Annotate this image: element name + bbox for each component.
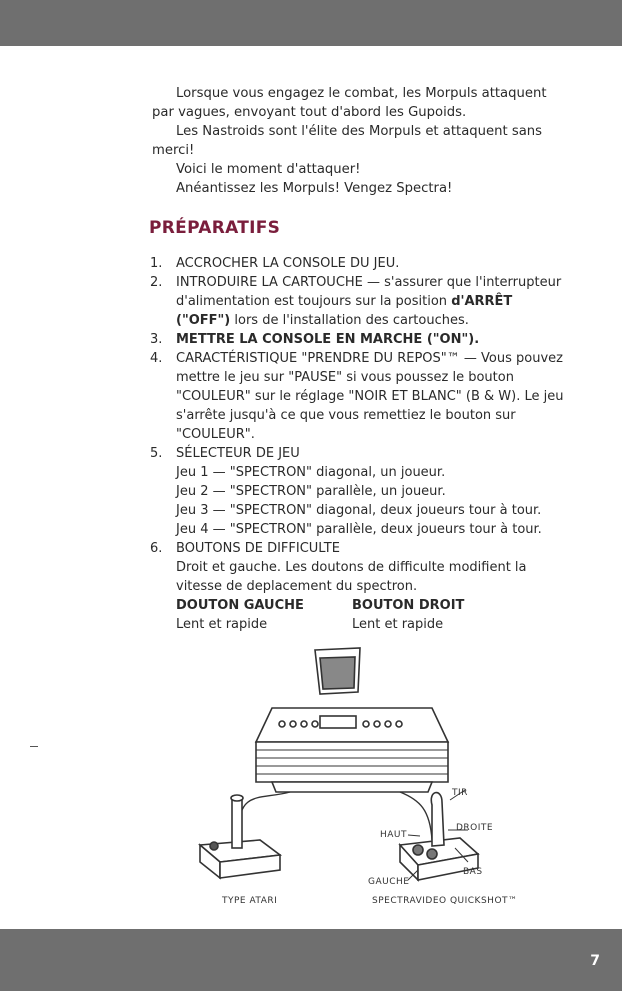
item-number: 4. xyxy=(150,351,163,366)
item-text: INTRODUIRE LA CARTOUCHE — s'assurer que … xyxy=(176,273,566,330)
list-item: 3. METTRE LA CONSOLE EN MARCHE ("ON"). xyxy=(150,330,566,349)
left-switch-heading: DOUTON GAUCHE xyxy=(176,598,304,613)
item-number: 3. xyxy=(150,332,163,347)
console-icon xyxy=(254,707,450,793)
difficulty-values: Lent et rapide Lent et rapide xyxy=(176,615,566,634)
list-item: 1. ACCROCHER LA CONSOLE DU JEU. xyxy=(150,254,566,273)
joystick-atari-icon xyxy=(198,794,283,880)
item-text-part: lors de l'installation des cartouches. xyxy=(230,313,469,328)
top-band xyxy=(0,0,622,46)
difficulty-description: Droit et gauche. Les doutons de difficul… xyxy=(176,560,527,594)
page-number: 7 xyxy=(590,953,600,969)
label-gauche: GAUCHE xyxy=(368,877,410,887)
bottom-band xyxy=(0,929,622,991)
item-body: BOUTONS DE DIFFICULTE Droit et gauche. L… xyxy=(176,539,566,634)
item-text: METTRE LA CONSOLE EN MARCHE ("ON"). xyxy=(176,332,480,347)
list-item: 5. SÉLECTEUR DE JEU Jeu 1 — "SPECTRON" d… xyxy=(150,444,566,539)
right-switch-heading: BOUTON DROIT xyxy=(352,598,465,613)
item-text: ACCROCHER LA CONSOLE DU JEU. xyxy=(176,256,400,271)
item-number: 1. xyxy=(150,256,163,271)
item-number: 2. xyxy=(150,275,163,290)
game-option: Jeu 2 — "SPECTRON" parallèle, un joueur. xyxy=(176,484,446,499)
cable-left xyxy=(237,791,291,831)
item-body: SÉLECTEUR DE JEU Jeu 1 — "SPECTRON" diag… xyxy=(176,444,566,539)
list-item: 2. INTRODUIRE LA CARTOUCHE — s'assurer q… xyxy=(150,273,566,330)
difficulty-columns: DOUTON GAUCHE BOUTON DROIT xyxy=(176,596,566,615)
list-item: 6. BOUTONS DE DIFFICULTE Droit et gauche… xyxy=(150,539,566,634)
setup-list: 1. ACCROCHER LA CONSOLE DU JEU. 2. INTRO… xyxy=(150,254,566,634)
cable-right xyxy=(399,791,433,841)
joystick-quickshot-icon xyxy=(398,789,480,882)
item-number: 5. xyxy=(150,446,163,461)
section-heading: PRÉPARATIFS xyxy=(149,218,281,238)
caption-type-atari: TYPE ATARI xyxy=(222,896,278,906)
label-haut: HAUT xyxy=(380,830,408,840)
item-text: BOUTONS DE DIFFICULTE xyxy=(176,541,340,556)
console-drawing xyxy=(198,647,480,882)
margin-mark xyxy=(30,746,38,747)
intro-text: Lorsque vous engagez le combat, les Morp… xyxy=(152,84,572,198)
item-text-bold: d'ARRÊT ("OFF") xyxy=(176,294,513,328)
right-switch-value: Lent et rapide xyxy=(352,617,444,632)
list-item: 4. CARACTÉRISTIQUE "PRENDRE DU REPOS"™ —… xyxy=(150,349,566,444)
left-switch-value: Lent et rapide xyxy=(176,617,268,632)
label-bas: BAS xyxy=(463,867,483,877)
item-text: SÉLECTEUR DE JEU xyxy=(176,446,300,461)
game-option: Jeu 3 — "SPECTRON" diagonal, deux joueur… xyxy=(176,503,542,518)
intro-paragraph-2: Les Nastroids sont l'élite des Morpuls e… xyxy=(152,124,543,158)
intro-paragraph-4: Anéantissez les Morpuls! Vengez Spectra! xyxy=(176,181,453,196)
console-illustration: TIR DROITE HAUT BAS GAUCHE TYPE ATARI SP… xyxy=(180,640,540,920)
item-text-part: INTRODUIRE LA CARTOUCHE — s'assurer que … xyxy=(176,275,562,309)
item-number: 6. xyxy=(150,541,163,556)
intro-paragraph-1: Lorsque vous engagez le combat, les Morp… xyxy=(152,86,547,120)
intro-paragraph-3: Voici le moment d'attaquer! xyxy=(176,162,361,177)
game-option: Jeu 1 — "SPECTRON" diagonal, un joueur. xyxy=(176,465,446,480)
item-text: CARACTÉRISTIQUE "PRENDRE DU REPOS"™ — Vo… xyxy=(176,351,564,442)
game-option: Jeu 4 — "SPECTRON" parallèle, deux joueu… xyxy=(176,522,542,537)
cartridge-icon xyxy=(314,647,361,695)
caption-quickshot: SPECTRAVIDEO QUICKSHOT™ xyxy=(372,896,518,906)
label-tir: TIR xyxy=(452,788,468,798)
label-droite: DROITE xyxy=(456,823,494,833)
